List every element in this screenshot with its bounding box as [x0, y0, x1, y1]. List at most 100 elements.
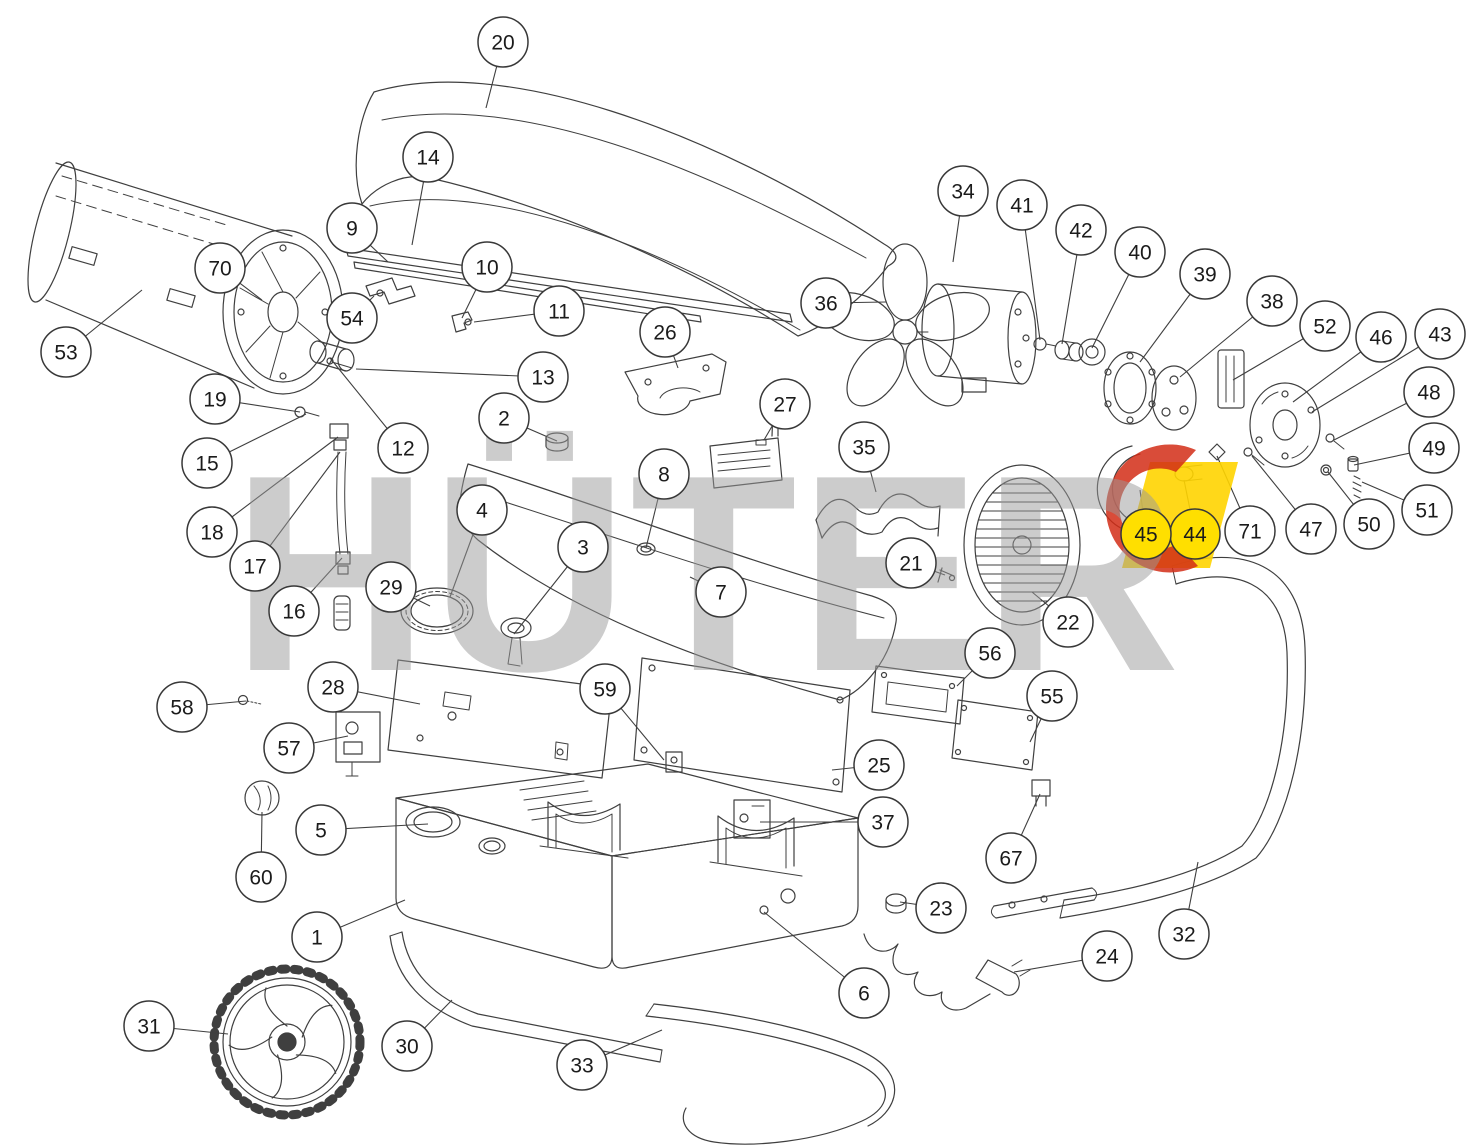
svg-text:13: 13 [531, 367, 554, 390]
screw-58 [237, 694, 262, 706]
svg-text:40: 40 [1128, 242, 1151, 265]
svg-text:16: 16 [282, 601, 305, 624]
part-callout-33: 33 [556, 1039, 608, 1091]
svg-text:19: 19 [203, 389, 226, 412]
plate-38 [1151, 365, 1197, 431]
svg-text:10: 10 [475, 257, 498, 280]
part-callout-44: 44 [1169, 508, 1221, 560]
svg-text:44: 44 [1183, 524, 1207, 547]
part-callout-19: 19 [189, 373, 241, 425]
part-callout-34: 34 [937, 165, 989, 217]
nut-23 [885, 893, 907, 914]
part-callout-16: 16 [268, 585, 320, 637]
svg-text:2: 2 [498, 408, 510, 431]
part-callout-39: 39 [1179, 248, 1231, 300]
cap-2 [545, 432, 569, 452]
part-callout-21: 21 [885, 537, 937, 589]
part-callout-24: 24 [1081, 930, 1133, 982]
part-callout-38: 38 [1246, 275, 1298, 327]
part-callout-1: 1 [291, 911, 343, 963]
svg-text:52: 52 [1313, 316, 1336, 339]
part-callout-50: 50 [1343, 498, 1395, 550]
part-callout-36: 36 [800, 277, 852, 329]
flange-ring [1103, 351, 1157, 425]
part-callout-55: 55 [1026, 670, 1078, 722]
svg-text:32: 32 [1172, 924, 1195, 947]
part-callout-43: 43 [1414, 308, 1466, 360]
part-callout-51: 51 [1401, 484, 1453, 536]
side-panel-25 [633, 657, 851, 793]
part-callout-60: 60 [235, 851, 287, 903]
burner-pump [309, 340, 355, 372]
part-callout-29: 29 [365, 561, 417, 613]
part-callout-18: 18 [186, 506, 238, 558]
fuel-gauge [500, 617, 532, 667]
wheel [209, 964, 365, 1120]
svg-text:49: 49 [1422, 438, 1445, 461]
part-callout-41: 41 [996, 179, 1048, 231]
switch-59 [665, 751, 683, 773]
motor [921, 283, 1037, 393]
svg-text:26: 26 [653, 322, 676, 345]
part-callout-3: 3 [557, 521, 609, 573]
part-callout-40: 40 [1114, 226, 1166, 278]
combustion-chamber [27, 161, 344, 395]
svg-text:5: 5 [315, 820, 327, 843]
part-callout-14: 14 [402, 131, 454, 183]
svg-text:56: 56 [978, 643, 1001, 666]
svg-text:31: 31 [137, 1016, 160, 1039]
svg-text:46: 46 [1369, 327, 1392, 350]
svg-text:3: 3 [577, 537, 589, 560]
end-cover [1249, 382, 1321, 468]
svg-text:51: 51 [1415, 500, 1438, 523]
svg-text:34: 34 [951, 181, 975, 204]
part-callout-31: 31 [123, 1000, 175, 1052]
cover-plate-55 [951, 699, 1039, 771]
frame-tube-30 [389, 931, 663, 1063]
part-callout-7: 7 [695, 566, 747, 618]
part-callout-15: 15 [181, 437, 233, 489]
part-callout-25: 25 [853, 739, 905, 791]
svg-text:45: 45 [1134, 524, 1157, 547]
svg-text:11: 11 [548, 301, 570, 324]
rear-grille [963, 464, 1081, 626]
switch-box-57 [335, 711, 381, 777]
svg-text:9: 9 [346, 218, 358, 241]
part-callout-49: 49 [1408, 422, 1460, 474]
svg-text:20: 20 [491, 32, 514, 55]
fan [820, 243, 990, 407]
filler-cap-29 [400, 587, 474, 635]
part-callout-52: 52 [1299, 300, 1351, 352]
svg-text:33: 33 [570, 1055, 593, 1078]
svg-text:39: 39 [1193, 264, 1216, 287]
part-callout-26: 26 [639, 306, 691, 358]
svg-text:53: 53 [54, 342, 77, 365]
svg-text:17: 17 [243, 556, 266, 579]
svg-text:67: 67 [999, 848, 1022, 871]
part-callout-32: 32 [1158, 908, 1210, 960]
part-callout-53: 53 [40, 326, 92, 378]
svg-text:50: 50 [1357, 514, 1380, 537]
part-callout-9: 9 [326, 202, 378, 254]
svg-text:60: 60 [249, 867, 272, 890]
fuel-tank [395, 763, 859, 969]
part-callout-17: 17 [229, 540, 281, 592]
svg-text:55: 55 [1040, 686, 1063, 709]
part-callout-67: 67 [985, 832, 1037, 884]
part-callout-6: 6 [838, 967, 890, 1019]
part-callout-30: 30 [381, 1020, 433, 1072]
svg-text:7: 7 [715, 582, 727, 605]
bracket-54 [365, 277, 416, 305]
svg-text:15: 15 [195, 453, 218, 476]
svg-text:37: 37 [871, 812, 894, 835]
svg-text:58: 58 [170, 697, 193, 720]
part-callout-27: 27 [759, 378, 811, 430]
part-callout-71: 71 [1224, 505, 1276, 557]
part-callout-48: 48 [1403, 366, 1455, 418]
mounting-strips [345, 247, 793, 323]
clip-21 [937, 567, 956, 583]
svg-text:42: 42 [1069, 220, 1092, 243]
svg-text:71: 71 [1238, 521, 1261, 544]
